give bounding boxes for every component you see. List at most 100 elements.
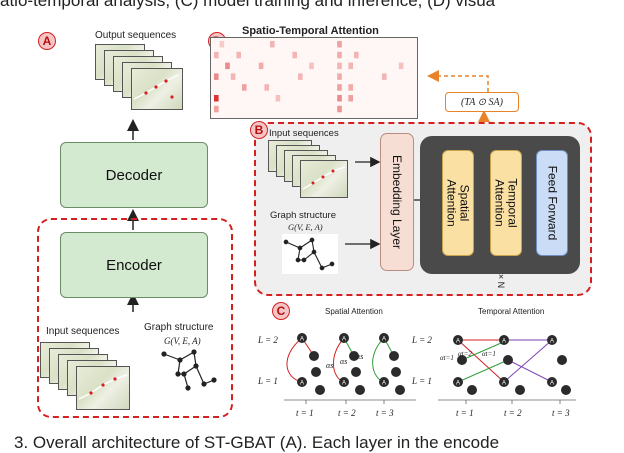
- ta-sa-formula: (TA ⊙ SA): [461, 96, 503, 108]
- layer-label-2: L = 2: [258, 335, 278, 345]
- graph-node: [349, 351, 359, 361]
- b-graph-structure-label: Graph structure: [270, 210, 336, 221]
- graph-node: [379, 377, 389, 387]
- graph-node: [453, 377, 463, 387]
- graph-node: [457, 355, 467, 365]
- decoder-label: Decoder: [105, 166, 163, 184]
- graph-node: [339, 333, 349, 343]
- panel-a-badge: A: [38, 32, 56, 50]
- heatmap-cell: [219, 41, 225, 48]
- graph-structure-icon: [161, 349, 217, 391]
- top-caption: atio-temporal analysis, (C) model traini…: [0, 0, 496, 10]
- graph-node: [499, 377, 509, 387]
- heatmap-cell: [258, 62, 264, 70]
- graph-node-label: A: [502, 381, 506, 387]
- encoder-dashed-region: [37, 218, 233, 418]
- b-input-map-stack: [268, 140, 358, 204]
- b-input-sequences-label: Input sequences: [269, 128, 339, 139]
- heatmap-cell: [270, 41, 275, 48]
- input-sequences-label: Input sequences: [46, 326, 120, 337]
- graph-node: [557, 355, 567, 365]
- embedding-layer-label: Embedding Layer: [390, 154, 404, 250]
- alpha-label-3: αs: [356, 352, 364, 361]
- heatmap-cell: [214, 51, 219, 59]
- ta-sa-product-box: (TA ⊙ SA): [445, 92, 519, 112]
- graph-node: [297, 333, 307, 343]
- temporal-attention-label: Temporal Attention: [493, 178, 521, 228]
- time-label-1-temporal: t = 1: [456, 408, 474, 418]
- layer-label-1-temporal: L = 1: [412, 376, 432, 386]
- heatmap-cell: [348, 95, 353, 102]
- heatmap-cell: [337, 41, 342, 48]
- spatial-attention-title: Spatial Attention: [325, 307, 383, 316]
- graph-node-label: A: [382, 381, 386, 387]
- graph-node-label: A: [550, 339, 554, 345]
- heatmap-cell: [337, 84, 342, 91]
- alpha-label-2: αs: [340, 357, 348, 366]
- graph-node: [561, 385, 571, 395]
- heatmap-cell: [348, 84, 353, 91]
- graph-formula: G(V, E, A): [164, 336, 201, 346]
- graph-node: [355, 385, 365, 395]
- heatmap-cell: [337, 73, 342, 80]
- graph-node: [453, 335, 463, 345]
- time-label-3-temporal: t = 3: [552, 408, 570, 418]
- heatmap-cell: [275, 95, 281, 102]
- layer-label-1: L = 1: [258, 376, 278, 386]
- graph-node: [547, 335, 557, 345]
- heatmap-cell: [382, 73, 387, 80]
- feed-forward-block: Feed Forward: [536, 150, 568, 256]
- attention-map-title: Spatio-Temporal Attention: [242, 25, 379, 37]
- output-sequences-label: Output sequences: [95, 30, 177, 41]
- graph-node: [503, 355, 513, 365]
- time-label-2: t = 2: [338, 408, 356, 418]
- heatmap-cell: [292, 51, 297, 59]
- graph-node: [351, 367, 361, 377]
- graph-node: [339, 377, 349, 387]
- spatial-attention-block: Spatial Attention: [442, 150, 474, 256]
- graph-node: [499, 335, 509, 345]
- graph-node: [391, 367, 401, 377]
- heatmap-cell: [214, 105, 219, 113]
- panel-c-badge: C: [272, 302, 290, 320]
- figure-caption: 3. Overall architecture of ST-GBAT (A). …: [14, 433, 500, 452]
- heatmap-cell: [236, 51, 241, 59]
- heatmap-cell: [337, 51, 342, 59]
- graph-node: [379, 333, 389, 343]
- time-label-3: t = 3: [376, 408, 394, 418]
- graph-node: [315, 385, 325, 395]
- graph-node: [515, 385, 525, 395]
- graph-node: [395, 385, 405, 395]
- graph-node-label: A: [300, 381, 304, 387]
- encoder-block: Encoder: [60, 232, 208, 298]
- temporal-attention-block: Temporal Attention: [490, 150, 522, 256]
- heatmap-cell: [337, 95, 342, 102]
- heatmap-cells: [214, 41, 404, 113]
- attention-heatmap: [210, 37, 418, 119]
- heatmap-cell: [348, 62, 353, 70]
- heatmap-cell: [214, 73, 219, 80]
- graph-node-label: A: [456, 381, 460, 387]
- temporal-alpha-3: αt=1: [482, 350, 496, 358]
- graph-node-label: A: [382, 337, 386, 343]
- graph-node: [311, 367, 321, 377]
- heatmap-cell: [230, 73, 236, 80]
- graph-node-label: A: [342, 381, 346, 387]
- b-graph-formula: G(V, E, A): [288, 222, 323, 232]
- graph-node-label: A: [342, 337, 346, 343]
- decoder-block: Decoder: [60, 142, 208, 208]
- graph-node: [547, 377, 557, 387]
- time-label-1: t = 1: [296, 408, 314, 418]
- heatmap-cell: [337, 105, 342, 113]
- graph-node: [309, 351, 319, 361]
- graph-node-label: A: [550, 381, 554, 387]
- panel-b-badge: B: [250, 121, 268, 139]
- temporal-alpha-1: αt=1: [440, 354, 454, 362]
- graph-node: [297, 377, 307, 387]
- input-map-stack: [40, 342, 140, 414]
- heatmap-cell: [298, 73, 303, 80]
- heatmap-cell: [225, 62, 230, 70]
